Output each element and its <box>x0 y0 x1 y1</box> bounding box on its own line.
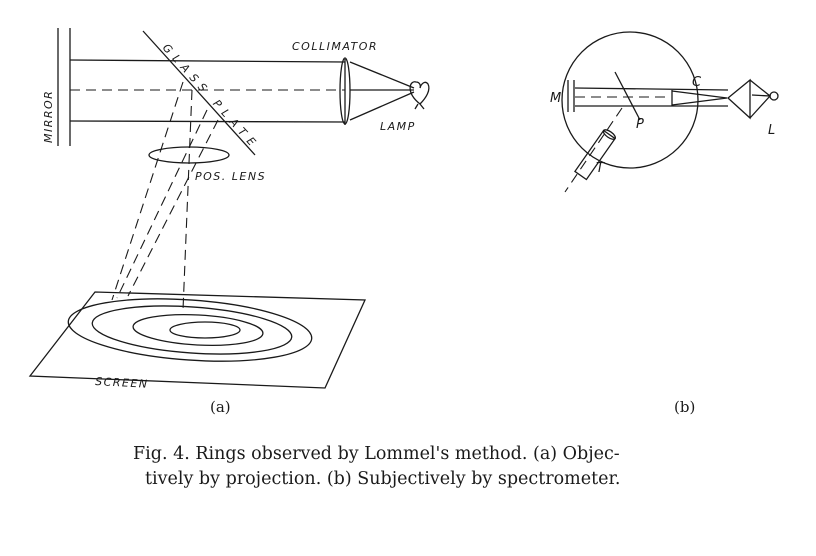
figure-a: MIRROR COLLIMATOR LAMP GLASS PLATE POS. … <box>28 28 430 391</box>
caption-line-2: tively by projection. (b) Subjectively b… <box>145 469 621 489</box>
reflected-ray-2 <box>182 89 193 311</box>
lamp-label: LAMP <box>380 120 416 133</box>
glass-plate <box>142 30 256 156</box>
beam-top <box>69 59 346 63</box>
ring-inner <box>169 321 241 339</box>
subfigure-label-b: (b) <box>674 398 696 416</box>
collimator-label: COLLIMATOR <box>292 40 378 53</box>
ring-2 <box>91 305 293 355</box>
ring-3 <box>132 313 264 347</box>
lamp-icon <box>409 81 430 110</box>
reflected-ray-3 <box>116 109 208 299</box>
lamp-b-label: L <box>768 123 777 138</box>
reflected-ray-4 <box>127 119 219 297</box>
telescope <box>574 129 616 181</box>
collimator-lens-cone <box>671 90 728 106</box>
prism-condenser <box>727 78 771 120</box>
collimator-b-label: C <box>692 75 703 90</box>
telescope-axis <box>564 107 623 193</box>
screen-label: SCREEN <box>95 375 149 391</box>
lamp-ray-top <box>349 61 415 89</box>
lamp-ray-bottom <box>349 91 415 121</box>
subfigure-label-a: (a) <box>210 398 231 416</box>
spectrometer-table <box>561 31 699 169</box>
caption-line-1: Fig. 4. Rings observed by Lommel's metho… <box>133 444 620 464</box>
pos-lens-label: POS. LENS <box>195 170 266 183</box>
plate-b <box>614 71 641 121</box>
lamp-b <box>769 91 779 101</box>
ring-outer <box>67 298 313 362</box>
beam-bottom <box>69 120 346 123</box>
glass-plate-label: GLASS PLATE <box>160 41 262 153</box>
telescope-label: T <box>596 161 605 176</box>
screen <box>28 291 366 389</box>
reflected-ray-1 <box>111 81 184 301</box>
plate-b-label: P <box>636 117 645 132</box>
mirror-label: MIRROR <box>42 90 55 143</box>
figure-caption: Fig. 4. Rings observed by Lommel's metho… <box>133 442 773 492</box>
mirror-b-label: M <box>550 91 563 106</box>
figure-b: M C P L T <box>550 31 779 193</box>
collimator-tube-top <box>574 87 729 91</box>
